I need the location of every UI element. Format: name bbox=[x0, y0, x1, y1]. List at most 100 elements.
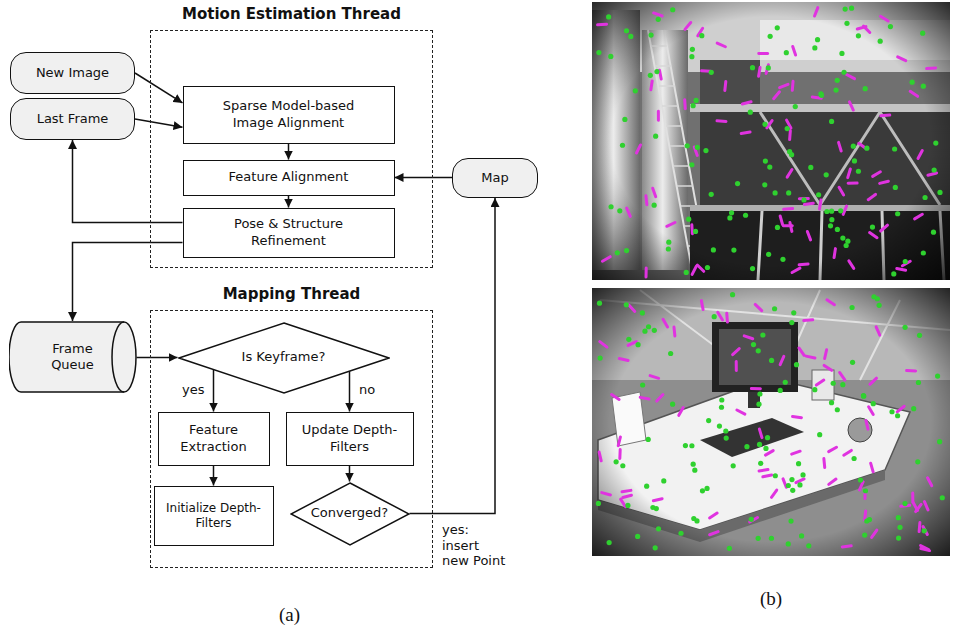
feature-point bbox=[635, 342, 640, 347]
node-label: Map bbox=[481, 170, 508, 186]
feature-point bbox=[597, 355, 602, 360]
feature-point bbox=[712, 314, 717, 319]
edgelet-mark bbox=[928, 478, 932, 486]
feature-point bbox=[709, 70, 714, 75]
edgelet-mark bbox=[710, 532, 718, 535]
edgelet-mark bbox=[820, 200, 821, 209]
feature-point bbox=[892, 146, 897, 151]
edgelet-mark bbox=[872, 530, 877, 537]
edgelet-mark bbox=[792, 268, 800, 272]
feature-point bbox=[648, 73, 653, 78]
feature-point bbox=[861, 394, 866, 399]
feature-point bbox=[790, 488, 795, 493]
feature-point bbox=[668, 351, 673, 356]
feature-point bbox=[635, 534, 640, 539]
feature-point bbox=[863, 86, 868, 91]
feature-point bbox=[783, 380, 788, 385]
feature-point bbox=[652, 328, 657, 333]
feature-point bbox=[683, 443, 688, 448]
feature-point bbox=[922, 528, 927, 533]
flow-arrow bbox=[213, 370, 215, 412]
feature-point bbox=[833, 88, 838, 93]
edgelet-mark bbox=[815, 8, 818, 16]
edgelet-mark bbox=[870, 378, 877, 384]
edgelet-mark bbox=[737, 410, 745, 414]
feature-point bbox=[911, 406, 916, 411]
group-heading: Mapping Thread bbox=[121, 285, 462, 304]
edgelet-mark bbox=[767, 121, 772, 128]
feature-point bbox=[932, 167, 937, 172]
feature-point bbox=[633, 88, 638, 93]
feature-point bbox=[661, 478, 666, 483]
feature-point bbox=[849, 305, 854, 310]
feature-point bbox=[690, 47, 695, 52]
feature-point bbox=[864, 146, 869, 151]
edgelet-mark bbox=[628, 342, 636, 346]
feature-point bbox=[815, 37, 820, 42]
edgelet-mark bbox=[774, 92, 780, 99]
feature-point bbox=[656, 17, 661, 22]
edgelet-mark bbox=[751, 387, 760, 390]
feature-point bbox=[775, 25, 780, 30]
feature-point bbox=[789, 320, 794, 325]
photo-ground bbox=[592, 288, 950, 556]
process-box: Initialize Depth-Filters bbox=[154, 486, 274, 546]
feature-point bbox=[831, 381, 836, 386]
feature-point bbox=[806, 543, 811, 548]
feature-point bbox=[692, 468, 697, 473]
edgelet-mark bbox=[827, 300, 835, 305]
edgelet-mark bbox=[627, 208, 631, 216]
edgelet-mark bbox=[848, 169, 851, 178]
edgelet-mark bbox=[869, 407, 874, 415]
feature-point bbox=[607, 540, 612, 545]
edgelet-mark bbox=[725, 313, 729, 322]
feature-point bbox=[931, 230, 936, 235]
edgelet-mark bbox=[921, 548, 930, 550]
edgelet-mark bbox=[790, 223, 792, 232]
feature-point bbox=[762, 122, 767, 127]
feature-point bbox=[596, 501, 601, 506]
feature-point bbox=[935, 373, 940, 378]
feature-point bbox=[780, 257, 785, 262]
feature-point bbox=[704, 486, 709, 491]
edgelet-mark bbox=[793, 47, 796, 56]
feature-point bbox=[727, 215, 732, 220]
vignette bbox=[592, 288, 950, 556]
feature-point bbox=[731, 247, 736, 252]
feature-point bbox=[839, 51, 844, 56]
flow-arrow bbox=[349, 371, 351, 411]
feature-point bbox=[711, 247, 716, 252]
feature-point bbox=[735, 181, 740, 186]
feature-point bbox=[757, 442, 762, 447]
panel-label: (a) bbox=[279, 604, 300, 626]
feature-overlay bbox=[596, 292, 945, 551]
feature-point bbox=[915, 459, 920, 464]
feature-point bbox=[706, 418, 711, 423]
feature-point bbox=[644, 484, 649, 489]
feature-point bbox=[829, 217, 834, 222]
edgelet-mark bbox=[623, 495, 632, 497]
feature-point bbox=[778, 388, 783, 393]
feature-point bbox=[620, 143, 625, 148]
feature-point bbox=[856, 33, 861, 38]
feature-point bbox=[691, 516, 696, 521]
feature-point bbox=[615, 250, 620, 255]
feature-point bbox=[910, 80, 915, 85]
edgelet-mark bbox=[822, 459, 826, 468]
diamond-outline bbox=[291, 483, 409, 545]
feature-point bbox=[903, 259, 908, 264]
feature-point bbox=[812, 45, 817, 50]
edgelet-mark bbox=[717, 119, 726, 123]
edgelet-mark bbox=[915, 214, 923, 219]
feature-point bbox=[670, 7, 675, 12]
feature-point bbox=[897, 525, 902, 530]
feature-point bbox=[916, 380, 921, 385]
feature-point bbox=[693, 98, 698, 103]
edgelet-mark bbox=[873, 172, 881, 177]
feature-point bbox=[691, 462, 696, 467]
feature-point bbox=[624, 28, 629, 33]
flow-arrow bbox=[213, 466, 215, 486]
edgelet-mark bbox=[653, 499, 662, 501]
flow-arrow bbox=[135, 119, 183, 127]
edgelet-mark bbox=[618, 450, 621, 459]
